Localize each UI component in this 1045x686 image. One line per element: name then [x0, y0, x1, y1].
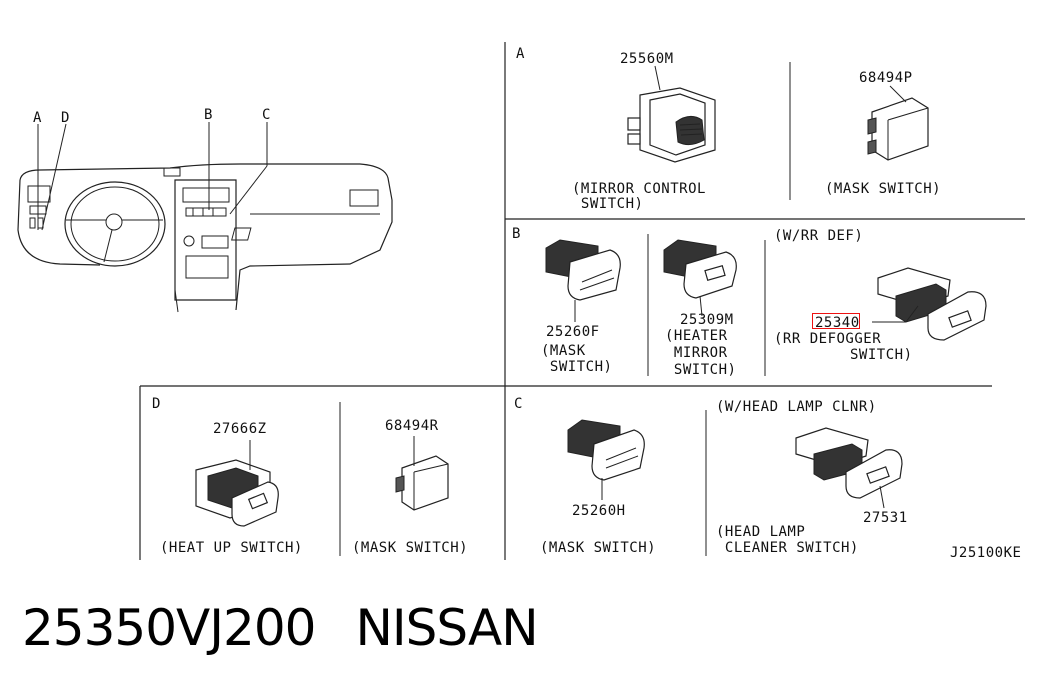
part-condition-25340: (W/RR DEF)	[774, 228, 864, 244]
part-desc-25260f-line1: (MASK	[541, 343, 586, 359]
caption-brand: NISSAN	[355, 599, 538, 657]
part-number-25309m[interactable]: 25309M	[680, 312, 734, 328]
part-desc-25340-line2: SWITCH)	[850, 347, 913, 363]
heat-up-switch-drawing	[195, 440, 279, 527]
part-number-25560m[interactable]: 25560M	[620, 51, 674, 67]
part-number-68494r[interactable]: 68494R	[385, 418, 439, 434]
section-c-label: C	[514, 396, 523, 412]
part-desc-25340-line1: (RR DEFOGGER	[774, 331, 882, 347]
part-desc-27531-line2: CLEANER SWITCH)	[716, 540, 859, 556]
mask-switch-68494r-drawing	[395, 436, 449, 511]
heater-mirror-switch-drawing	[663, 239, 737, 317]
part-desc-25260h: (MASK SWITCH)	[540, 540, 657, 556]
part-desc-25309m-line3: SWITCH)	[665, 362, 737, 378]
part-number-25260h[interactable]: 25260H	[572, 503, 626, 519]
section-d-label: D	[152, 396, 161, 412]
grid-lines	[139, 42, 1025, 560]
part-desc-27666z: (HEAT UP SWITCH)	[160, 540, 303, 556]
diagram-code: J25100KE	[950, 545, 1022, 561]
part-desc-25560m-line1: (MIRROR CONTROL	[572, 181, 706, 197]
caption-part-number: 25350VJ200	[22, 599, 316, 657]
caption: 25350VJ200 NISSAN	[22, 598, 578, 658]
part-condition-27531: (W/HEAD LAMP CLNR)	[716, 399, 877, 415]
mask-switch-25260f-drawing	[545, 239, 621, 322]
part-number-25260f[interactable]: 25260F	[546, 324, 600, 340]
section-b-label: B	[512, 226, 521, 242]
mask-switch-25260h-drawing	[567, 419, 645, 500]
mask-switch-68494p-drawing	[867, 85, 929, 161]
section-a-label: A	[516, 46, 525, 62]
mirror-control-switch-drawing	[627, 65, 716, 163]
highlight-box	[812, 313, 860, 329]
rr-defogger-switch-drawing	[872, 267, 987, 341]
part-number-68494p[interactable]: 68494P	[859, 70, 913, 86]
part-desc-27531-line1: (HEAD LAMP	[716, 524, 806, 540]
part-number-27666z[interactable]: 27666Z	[213, 421, 267, 437]
part-desc-68494r: (MASK SWITCH)	[352, 540, 469, 556]
part-desc-25309m-line1: (HEATER	[665, 328, 728, 344]
part-number-25340[interactable]: 25340	[815, 315, 860, 331]
part-desc-25560m-line2: SWITCH)	[572, 196, 644, 212]
part-desc-68494p: (MASK SWITCH)	[825, 181, 942, 197]
part-desc-25309m-line2: MIRROR	[665, 345, 728, 361]
dash-label-c: C	[262, 107, 271, 123]
dash-label-d: D	[61, 110, 70, 126]
dash-label-a: A	[33, 110, 42, 126]
part-desc-25260f-line2: SWITCH)	[541, 359, 613, 375]
dash-label-b: B	[204, 107, 213, 123]
dashboard-overview	[17, 122, 393, 313]
head-lamp-cleaner-switch-drawing	[795, 427, 903, 509]
part-number-27531[interactable]: 27531	[863, 510, 908, 526]
